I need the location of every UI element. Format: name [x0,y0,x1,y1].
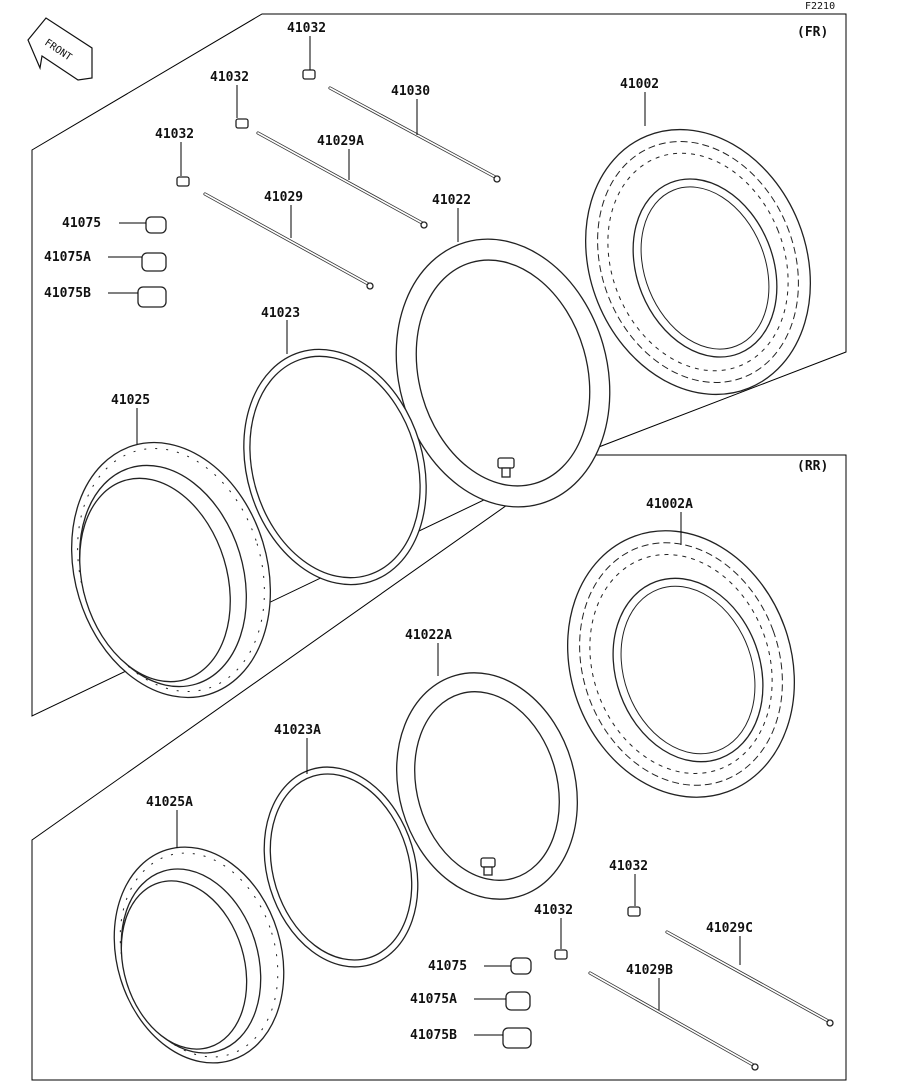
spoke-41029b [588,971,759,1071]
callout-41075a: 41075A [410,992,457,1007]
spoke-41029 [203,192,374,290]
rear-tube-41022a [396,672,578,900]
callout-41029b: 41029B [626,963,673,978]
front-rim-41025 [70,441,272,699]
callout-41030: 41030 [391,84,430,99]
rear-panel-border [31,454,847,1081]
callout-41029: 41029 [264,190,303,205]
rear-rim-41025a [113,846,285,1064]
balance-weight-41075a-icon [141,252,167,272]
callout-41022: 41022 [432,193,471,208]
balance-weight-41075-icon [145,216,167,234]
spoke-41029c [665,930,834,1027]
balance-weight-41075b-icon [502,1027,532,1049]
front-tube-41022 [395,238,611,508]
callout-41075b: 41075B [410,1028,457,1043]
nipple-41032-icon [554,906,641,960]
callout-41029c: 41029C [706,921,753,936]
balance-weight-41075b-icon [137,286,167,308]
front-direction-arrow-icon: FRONT [27,17,93,81]
callout-41002a: 41002A [646,497,693,512]
callout-41002: 41002 [620,77,659,92]
callout-41032: 41032 [210,70,249,85]
rear-rim-band-41023a [263,766,419,968]
callout-41032: 41032 [609,859,648,874]
callout-41075: 41075 [428,959,467,974]
rear-tire-41002a [567,530,795,798]
leader-lines [108,36,741,1036]
callout-41023a: 41023A [274,723,321,738]
callout-41032: 41032 [155,127,194,142]
spoke-41030 [328,86,501,183]
callout-41032: 41032 [534,903,573,918]
callout-41023: 41023 [261,306,300,321]
section-label-rear: (RR) [797,459,828,474]
nipple-41032-icon [176,69,316,187]
balance-weight-41075a-icon [505,991,531,1011]
figure-code: F2210 [805,1,835,12]
valve-stem-icon [497,457,515,478]
front-tire-41002 [584,128,812,396]
callout-41025a: 41025A [146,795,193,810]
callout-41025: 41025 [111,393,150,408]
section-label-front: (FR) [797,25,828,40]
callout-41032: 41032 [287,21,326,36]
callout-41022a: 41022A [405,628,452,643]
callout-41075: 41075 [62,216,101,231]
callout-41075a: 41075A [44,250,91,265]
callout-41029a: 41029A [317,134,364,149]
callout-41075b: 41075B [44,286,91,301]
valve-stem-icon [480,857,496,876]
balance-weight-41075-icon [510,957,532,975]
front-rim-band-41023 [243,348,427,586]
spoke-41029a [256,131,428,229]
